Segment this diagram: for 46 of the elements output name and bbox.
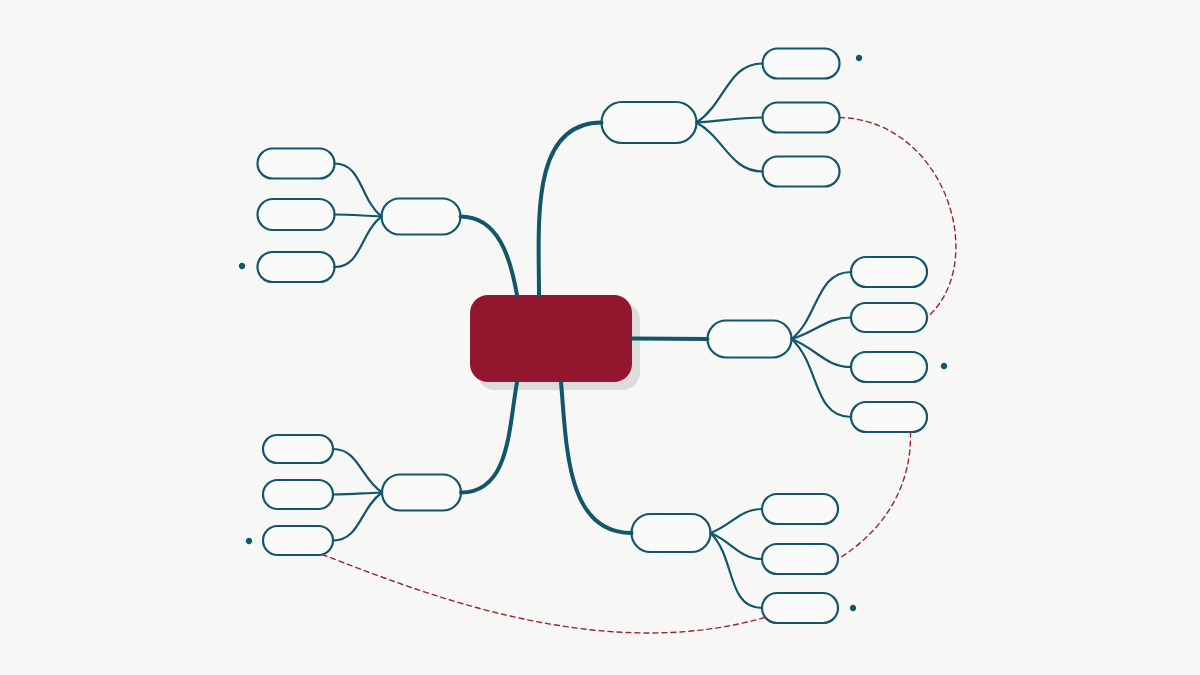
leaf-box xyxy=(256,250,336,284)
branch-box xyxy=(630,512,712,554)
connector-line xyxy=(331,491,384,496)
branch-box xyxy=(706,319,793,359)
connector-line xyxy=(709,531,764,561)
connector-line xyxy=(790,337,853,369)
leaf-box xyxy=(760,542,840,576)
leaf-box xyxy=(760,492,840,526)
leaf-box xyxy=(261,478,335,511)
connector-line xyxy=(331,491,384,542)
connector-line xyxy=(333,213,383,218)
connector-line xyxy=(695,121,764,173)
branch-box xyxy=(600,100,698,145)
leaf-box xyxy=(761,101,841,134)
connector-line xyxy=(790,337,853,419)
main-branch-line xyxy=(458,214,519,297)
connector-line xyxy=(709,531,764,610)
main-branch-line xyxy=(630,336,710,341)
leaf-box xyxy=(261,433,335,465)
main-branch-line xyxy=(536,120,604,297)
central-box xyxy=(470,295,640,390)
connector-line xyxy=(695,62,764,124)
dashed-link xyxy=(321,553,766,634)
main-branch-line xyxy=(459,380,519,495)
leaf-box xyxy=(760,591,840,625)
leaf-box xyxy=(761,47,841,80)
leaf-box xyxy=(256,197,336,232)
leaf-box xyxy=(849,350,929,384)
connector-line xyxy=(333,215,383,269)
main-branch-line xyxy=(559,380,634,535)
dashed-link xyxy=(838,116,957,319)
connector-line xyxy=(333,162,383,218)
leaf-box xyxy=(849,255,929,289)
branch-box xyxy=(380,197,462,236)
leaf-box xyxy=(849,301,929,334)
leaf-box xyxy=(256,147,336,180)
connector-line xyxy=(709,507,764,535)
dashed-link xyxy=(837,431,912,560)
leaf-box xyxy=(261,524,335,557)
connector-line xyxy=(790,316,853,341)
branch-box xyxy=(380,473,463,512)
connector-line xyxy=(331,447,384,494)
leaf-box xyxy=(849,400,929,434)
leaf-box xyxy=(761,155,841,188)
connector-line xyxy=(790,270,853,341)
connector-line xyxy=(695,116,764,124)
